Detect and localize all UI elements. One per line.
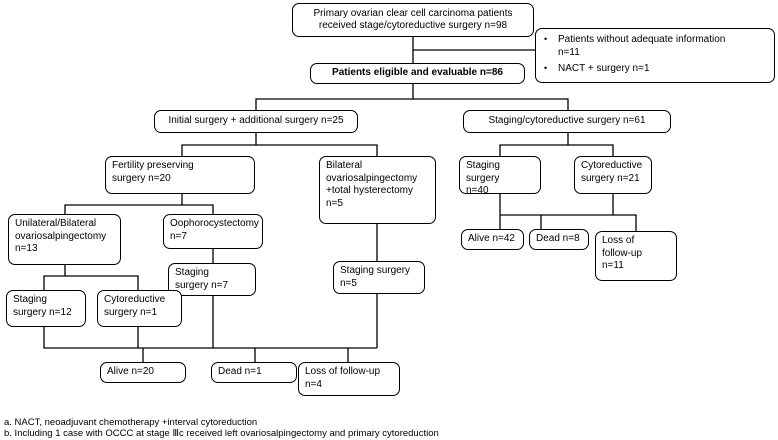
oophorocystectomy-node: Oophorocystectomy n=7 [163,214,263,249]
loss-4-node: Loss of follow-up n=4 [298,362,400,396]
dead-8-node: Dead n=8 [529,229,589,250]
alive-20-node: Alive n=20 [100,362,186,383]
eligible-node: Patients eligible and evaluable n=86 [310,63,525,84]
unilateral-bilateral-node: Unilateral/Bilateral ovariosalpingectomy… [8,214,121,265]
exclusion-item-missing-info: Patients without adequate information n=… [544,34,766,59]
staging-surgery-7-node: Staging surgery n=7 [168,263,256,296]
bilateral-hysterectomy-node: Bilateral ovariosalpingectomy +total hys… [319,156,436,224]
fertility-preserving-node: Fertility preserving surgery n=20 [105,156,255,194]
exclusion-box: Patients without adequate information n=… [535,28,775,83]
cytoreductive-1-node: Cytoreductive surgery n=1 [97,290,182,327]
loss-11-node: Loss of follow-up n=11 [595,231,677,281]
cytoreductive-21-node: Cytoreductive surgery n=21 [574,156,652,194]
staging-surgery-5-node: Staging surgery n=5 [333,261,425,294]
staging-cytoreductive-node: Staging/cytoreductive surgery n=61 [463,110,671,133]
staging-surgery-12-node: Staging surgery n=12 [6,290,86,327]
initial-surgery-node: Initial surgery + additional surgery n=2… [154,110,358,133]
footnote-a: a. NACT, neoadjuvant chemotherapy +inter… [4,417,258,428]
staging-surgery-40-node: Staging surgery n=40 [459,156,541,194]
footnote-b: b. Including 1 case with OCCC at stage Ⅲ… [4,428,439,439]
alive-42-node: Alive n=42 [461,229,524,250]
root-node: Primary ovarian clear cell carcinoma pat… [292,3,534,37]
dead-1-node: Dead n=1 [211,362,297,383]
exclusion-item-nact: NACT + surgery n=1 [544,63,766,76]
